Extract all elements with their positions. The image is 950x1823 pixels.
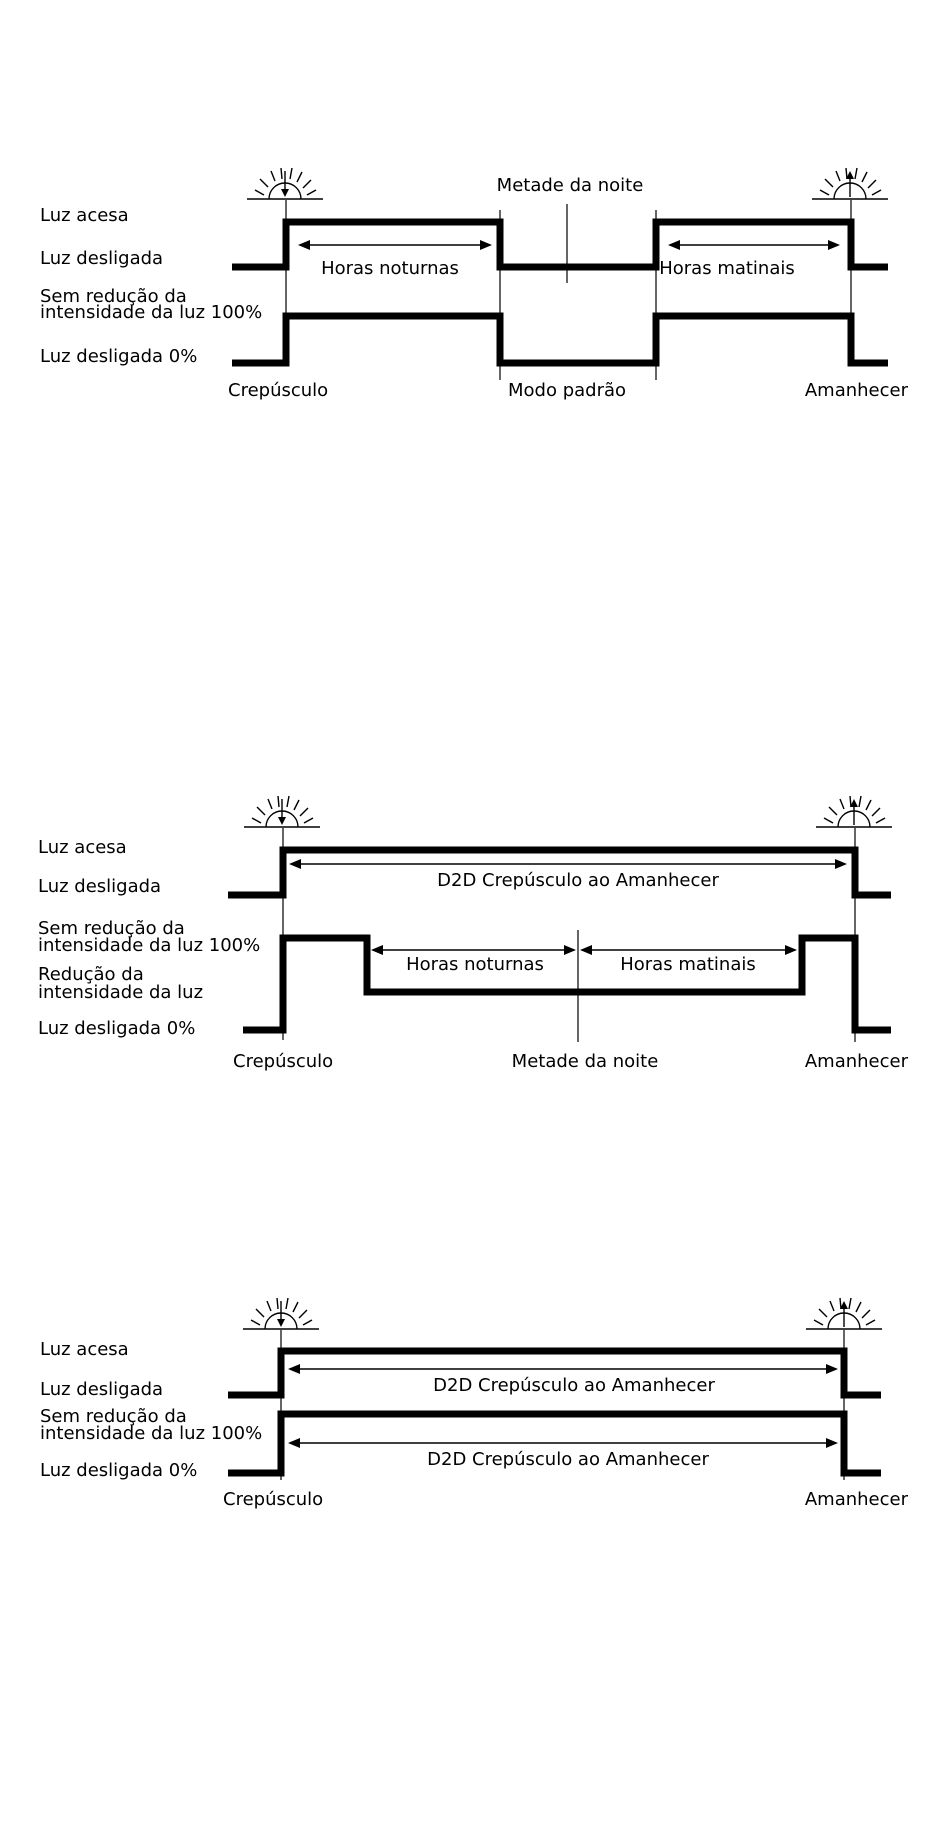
night-hours-label: Horas noturnas [321, 258, 459, 279]
label-light-off-0: Luz desligada 0% [38, 1018, 195, 1039]
dawn-label: Amanhecer [805, 1051, 909, 1072]
label-light-off: Luz desligada [40, 1379, 163, 1400]
dawn-sun-icon [815, 795, 893, 828]
dawn-label: Amanhecer [805, 1489, 909, 1510]
light-intensity-waveform [232, 312, 888, 367]
light-intensity-waveform [243, 934, 891, 1034]
label-no-dimming: Sem redução da [40, 286, 187, 307]
dusk-sun-icon [242, 1297, 320, 1330]
default-mode-label: Modo padrão [508, 380, 626, 401]
label-no-dimming-2: intensidade da luz 100% [40, 302, 262, 323]
label-light-off-0: Luz desligada 0% [40, 1460, 197, 1481]
midnight-label: Metade da noite [497, 175, 644, 196]
light-switch-waveform [232, 218, 888, 271]
label-light-on: Luz acesa [40, 205, 129, 226]
dusk-sun-icon [246, 167, 324, 200]
label-light-off: Luz desligada [38, 876, 161, 897]
label-dimming-2: intensidade da luz [38, 982, 203, 1003]
d2d-bottom-label: D2D Crepúsculo ao Amanhecer [427, 1449, 709, 1470]
label-light-on: Luz acesa [40, 1339, 129, 1360]
label-light-off: Luz desligada [40, 248, 163, 269]
light-switch-waveform [228, 846, 891, 899]
label-no-dimming-2: intensidade da luz 100% [40, 1423, 262, 1444]
label-no-dimming: Sem redução da [38, 918, 185, 939]
dusk-label: Crepúsculo [233, 1051, 333, 1072]
d2d-label: D2D Crepúsculo ao Amanhecer [437, 870, 719, 891]
label-dimming: Redução da [38, 964, 144, 985]
morning-hours-label: Horas matinais [620, 954, 756, 975]
morning-hours-label: Horas matinais [659, 258, 795, 279]
dawn-label: Amanhecer [805, 380, 909, 401]
label-light-on: Luz acesa [38, 837, 127, 858]
label-no-dimming: Sem redução da [40, 1406, 187, 1427]
label-light-off-0: Luz desligada 0% [40, 346, 197, 367]
night-hours-label: Horas noturnas [406, 954, 544, 975]
dusk-label: Crepúsculo [223, 1489, 323, 1510]
diagram-2: Luz acesa Luz desligada Sem redução da i… [38, 795, 909, 1072]
dawn-sun-icon [811, 167, 889, 200]
light-switch-waveform [228, 1347, 881, 1399]
midnight-label: Metade da noite [512, 1051, 659, 1072]
diagram-1: Luz acesa Luz desligada Sem redução da i… [40, 167, 909, 401]
light-intensity-waveform [228, 1410, 881, 1477]
dusk-label: Crepúsculo [228, 380, 328, 401]
diagram-3: Luz acesa Luz desligada Sem redução da i… [40, 1297, 909, 1510]
label-no-dimming-2: intensidade da luz 100% [38, 935, 260, 956]
dawn-sun-icon [805, 1297, 883, 1330]
d2d-top-label: D2D Crepúsculo ao Amanhecer [433, 1375, 715, 1396]
dusk-sun-icon [243, 795, 321, 828]
